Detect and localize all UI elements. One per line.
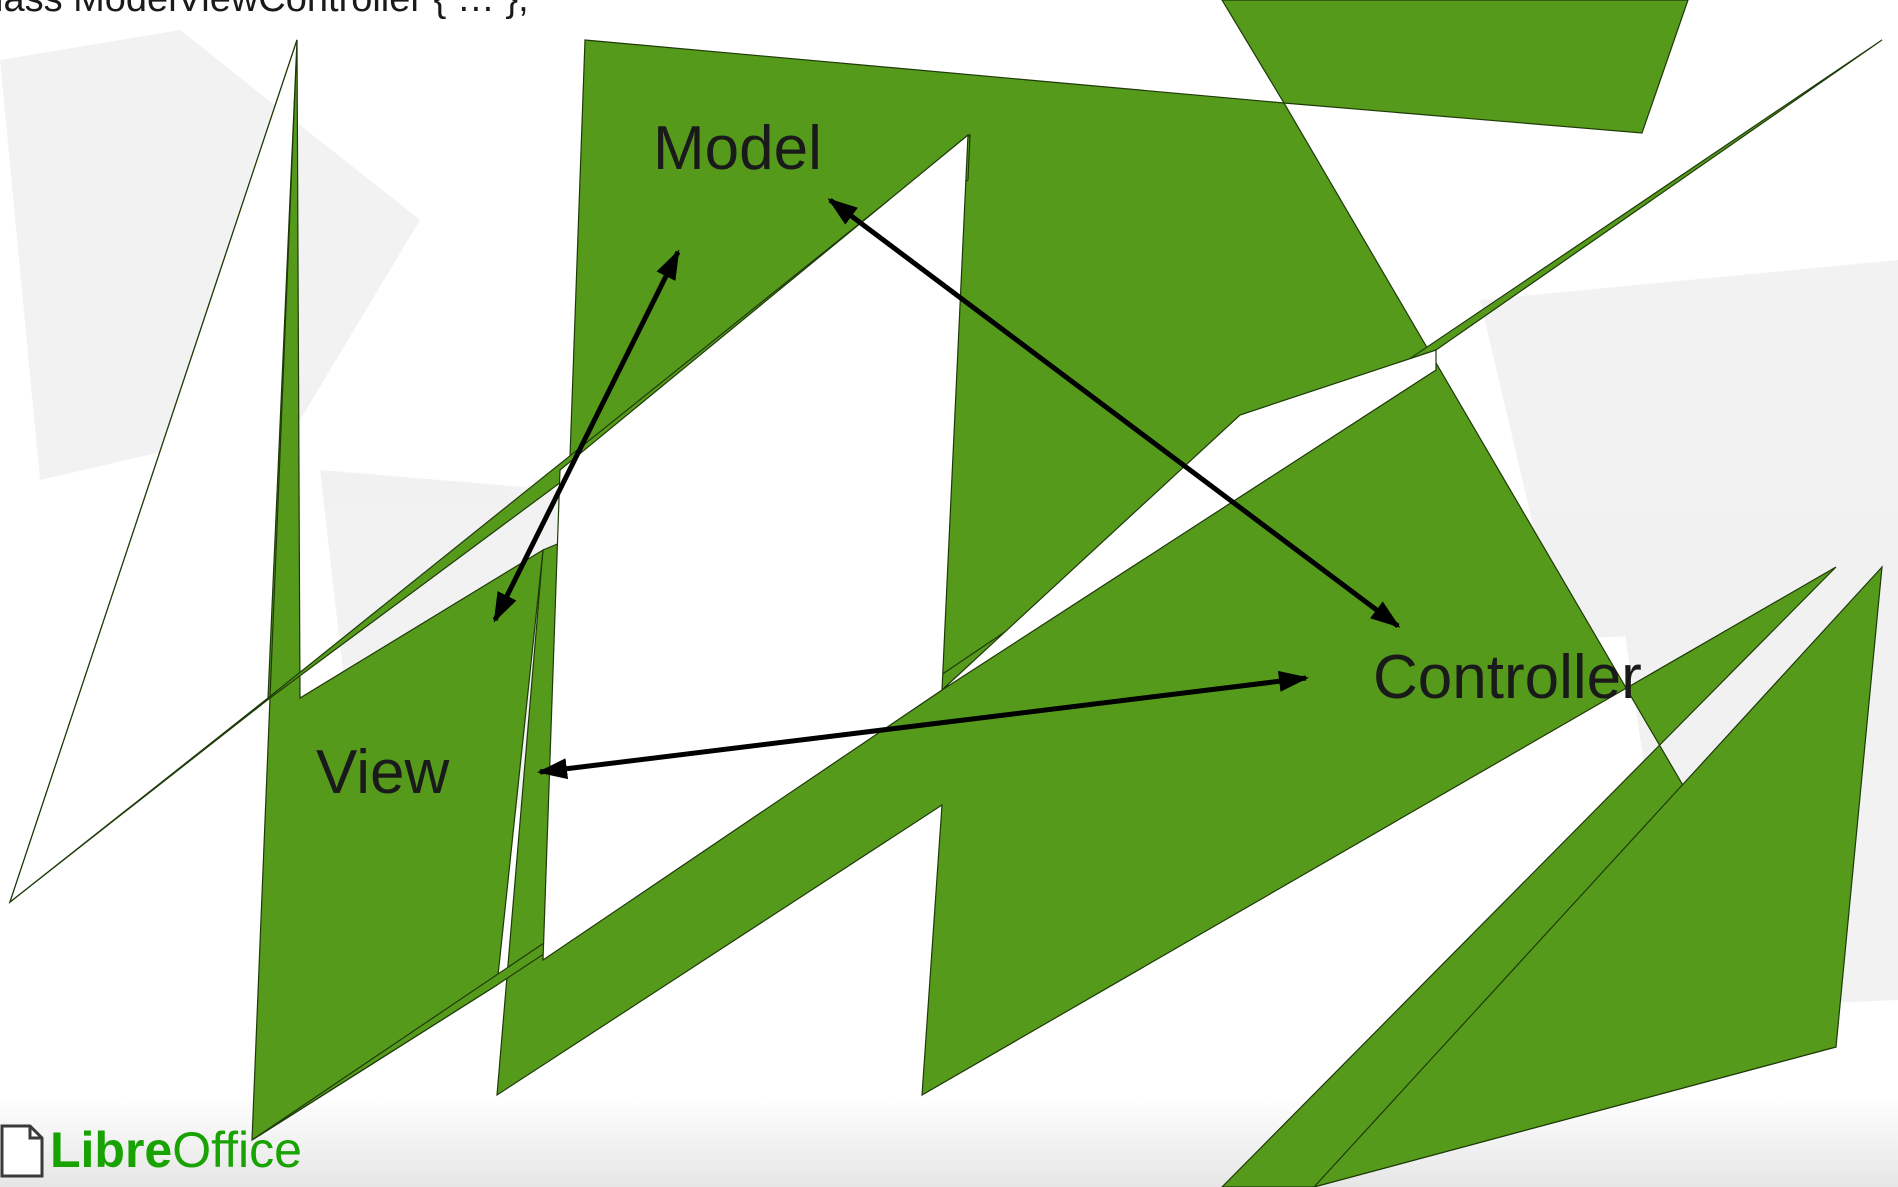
green-shape-top-right-trapezoid — [1221, 0, 1689, 134]
node-label-controller: Controller — [1373, 643, 1642, 712]
arrow-view-controller — [537, 670, 1309, 780]
arrows — [492, 198, 1401, 780]
arrow-model-view — [492, 249, 681, 623]
arrow-model-controller — [827, 198, 1401, 628]
libreoffice-logo: LibreOffice — [0, 1118, 302, 1182]
node-label-model: Model — [653, 114, 822, 183]
logo-text-office: Office — [172, 1122, 302, 1178]
green-shape-bottom-right — [1313, 565, 1883, 1187]
white-cutout-left — [8, 39, 298, 904]
libreoffice-document-icon — [0, 1122, 44, 1178]
logo-text-libre: Libre — [50, 1122, 173, 1178]
node-label-view: View — [316, 738, 450, 807]
